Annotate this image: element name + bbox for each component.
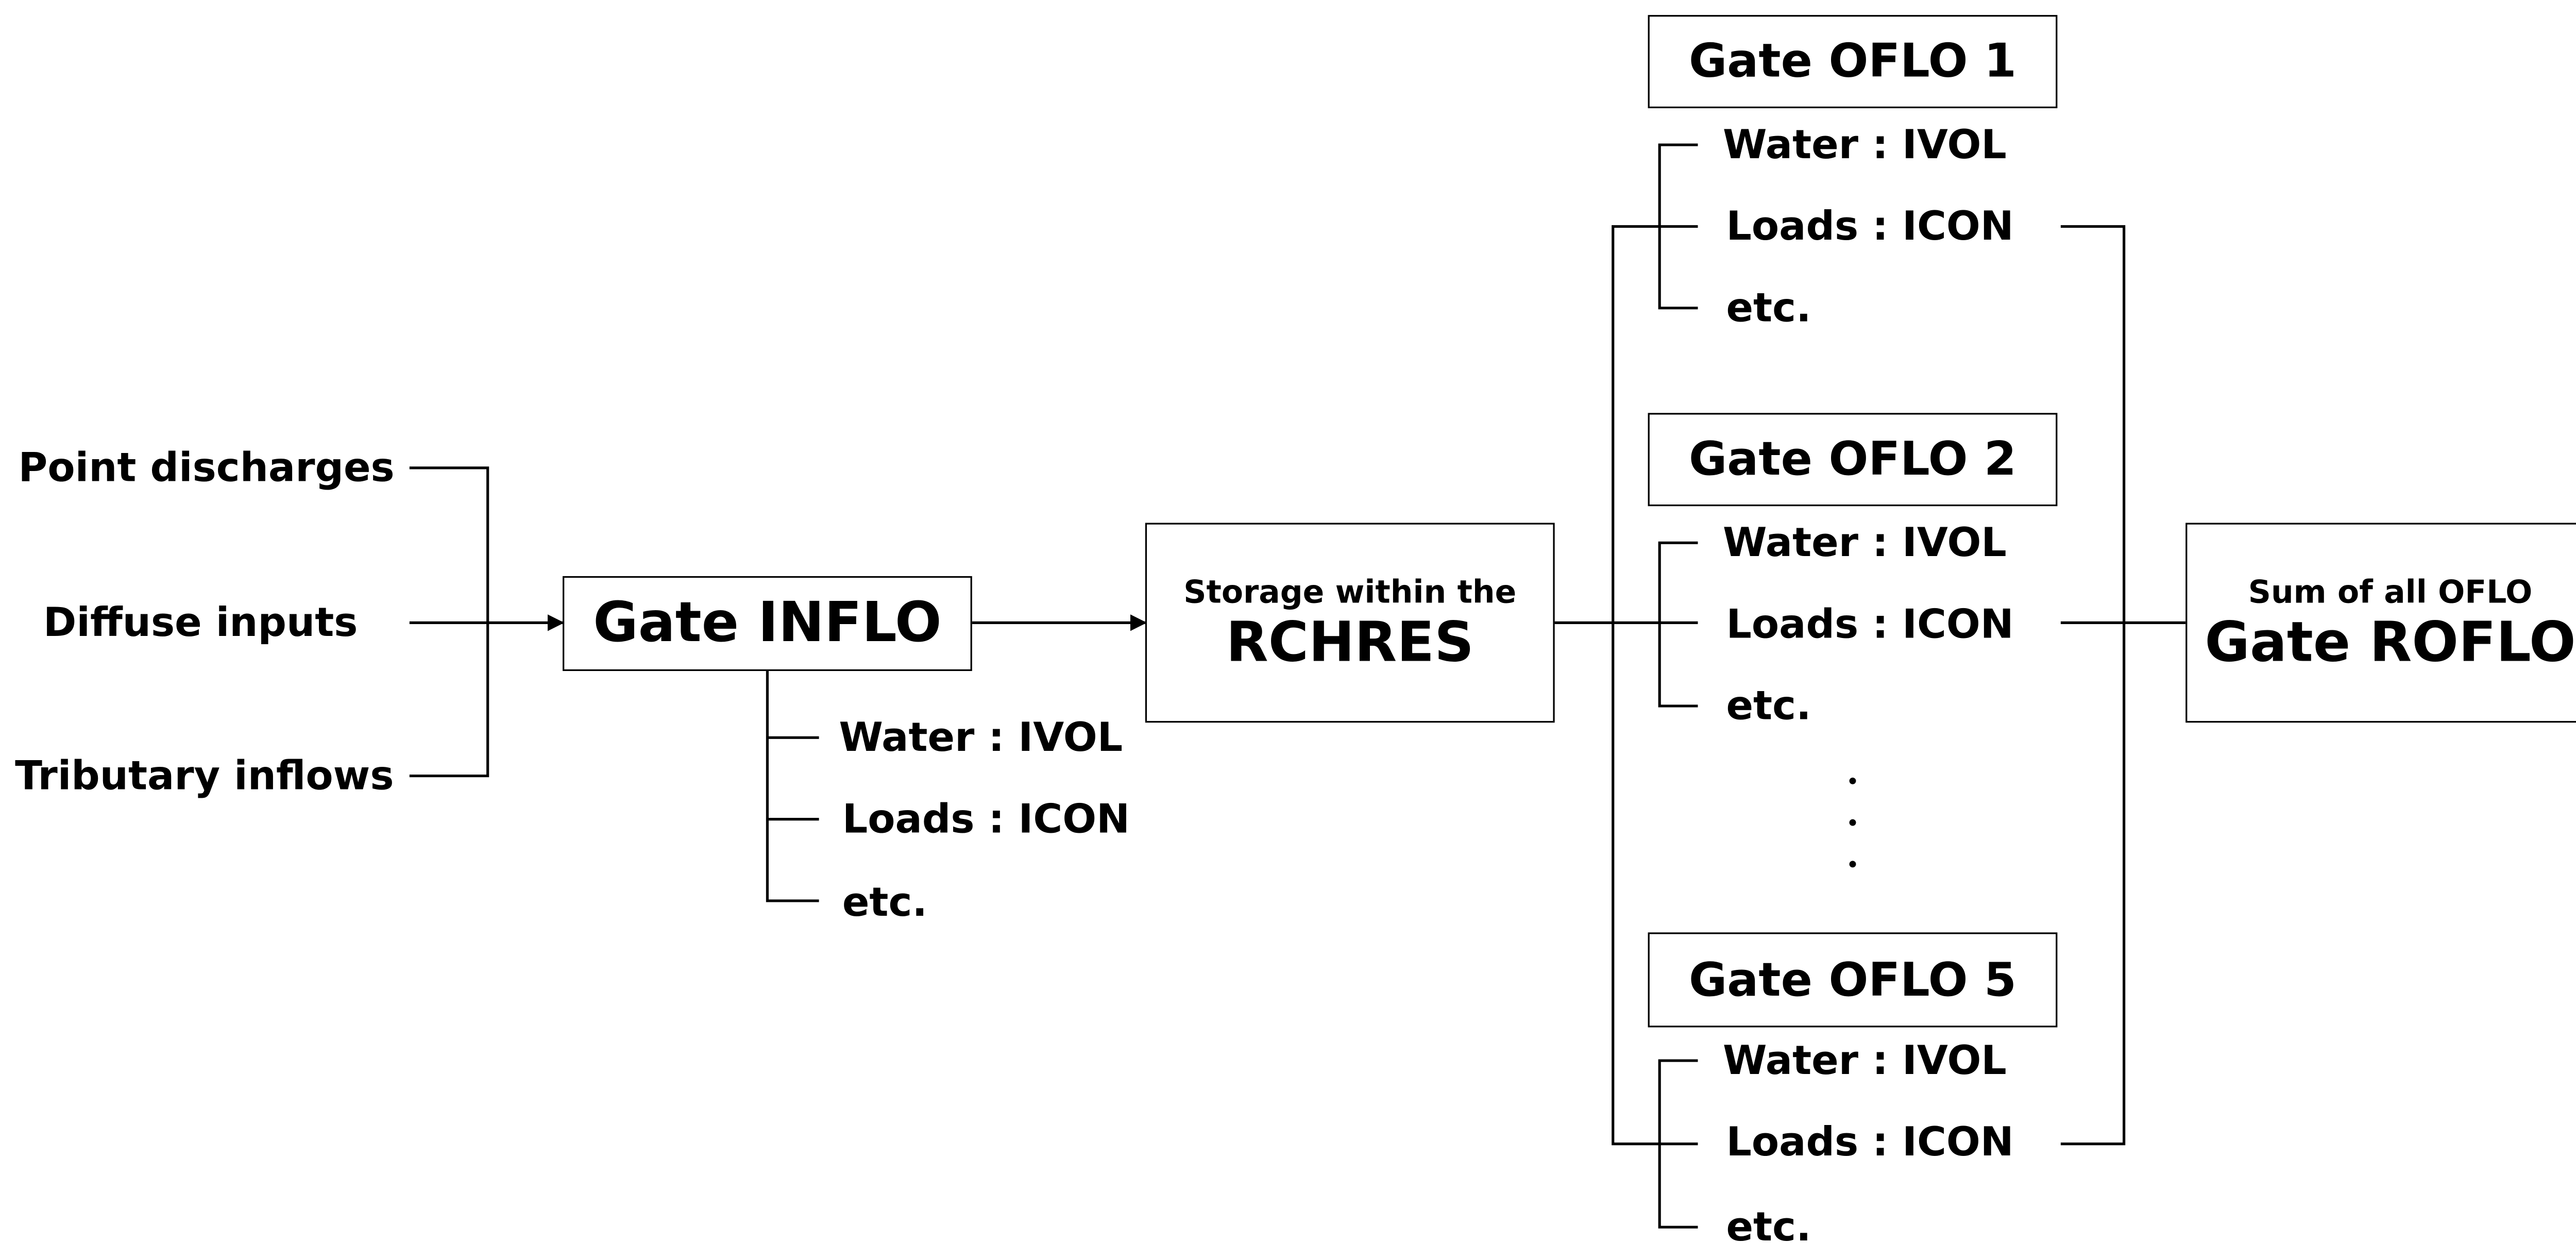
oflo-left-bus xyxy=(1612,225,1698,1146)
oflo5-subtree xyxy=(1658,1059,1698,1229)
gate-roflo-title: Gate ROFLO xyxy=(2205,609,2576,675)
source-tributary-inflows: Tributary inflows xyxy=(15,752,394,799)
oflo5-loads-item: Loads : ICON xyxy=(1726,1119,2014,1166)
storage-rchres-box: Storage within the RCHRES xyxy=(1145,523,1555,723)
gate-roflo-box: Sum of all OFLO Gate ROFLO xyxy=(2185,523,2576,723)
gate-oflo2-box: Gate OFLO 2 xyxy=(1648,413,2058,507)
ellipsis-dot xyxy=(1849,777,1856,784)
oflo2-etc-item: etc. xyxy=(1726,682,1811,730)
inflo-subtree xyxy=(766,671,819,902)
oflo5-etc-item: etc. xyxy=(1726,1203,1811,1251)
oflo-right-bus xyxy=(2060,225,2126,1146)
inflo-water-item: Water : IVOL xyxy=(839,714,1123,761)
gate-inflo-title: Gate INFLO xyxy=(593,590,942,655)
oflo2-loads-item: Loads : ICON xyxy=(1726,601,2014,648)
ellipsis-dot xyxy=(1849,819,1856,826)
oflo2-subtree xyxy=(1658,541,1698,708)
oflo2-water-item: Water : IVOL xyxy=(1722,519,2007,566)
roflo-caption: Sum of all OFLO xyxy=(2248,575,2533,612)
oflo1-subtree xyxy=(1658,143,1698,310)
source-diffuse-inputs: Diffuse inputs xyxy=(43,599,358,646)
gate-inflo-box: Gate INFLO xyxy=(563,576,972,672)
oflo1-water-item: Water : IVOL xyxy=(1722,121,2007,169)
storage-caption: Storage within the xyxy=(1183,575,1517,612)
gate-oflo1-box: Gate OFLO 1 xyxy=(1648,15,2058,109)
gate-oflo5-box: Gate OFLO 5 xyxy=(1648,932,2058,1028)
ellipsis-dot xyxy=(1849,861,1856,868)
inflo-etc-item: etc. xyxy=(842,879,927,926)
oflo5-water-item: Water : IVOL xyxy=(1722,1037,2007,1084)
inflo-loads-item: Loads : ICON xyxy=(842,796,1130,843)
gate-oflo5-title: Gate OFLO 5 xyxy=(1689,952,2016,1008)
gate-oflo2-title: Gate OFLO 2 xyxy=(1689,431,2016,487)
oflo1-loads-item: Loads : ICON xyxy=(1726,203,2014,250)
rchres-title: RCHRES xyxy=(1226,609,1474,675)
gate-oflo1-title: Gate OFLO 1 xyxy=(1689,33,2016,89)
oflo1-etc-item: etc. xyxy=(1726,284,1811,331)
source-point-discharges: Point discharges xyxy=(18,444,395,492)
